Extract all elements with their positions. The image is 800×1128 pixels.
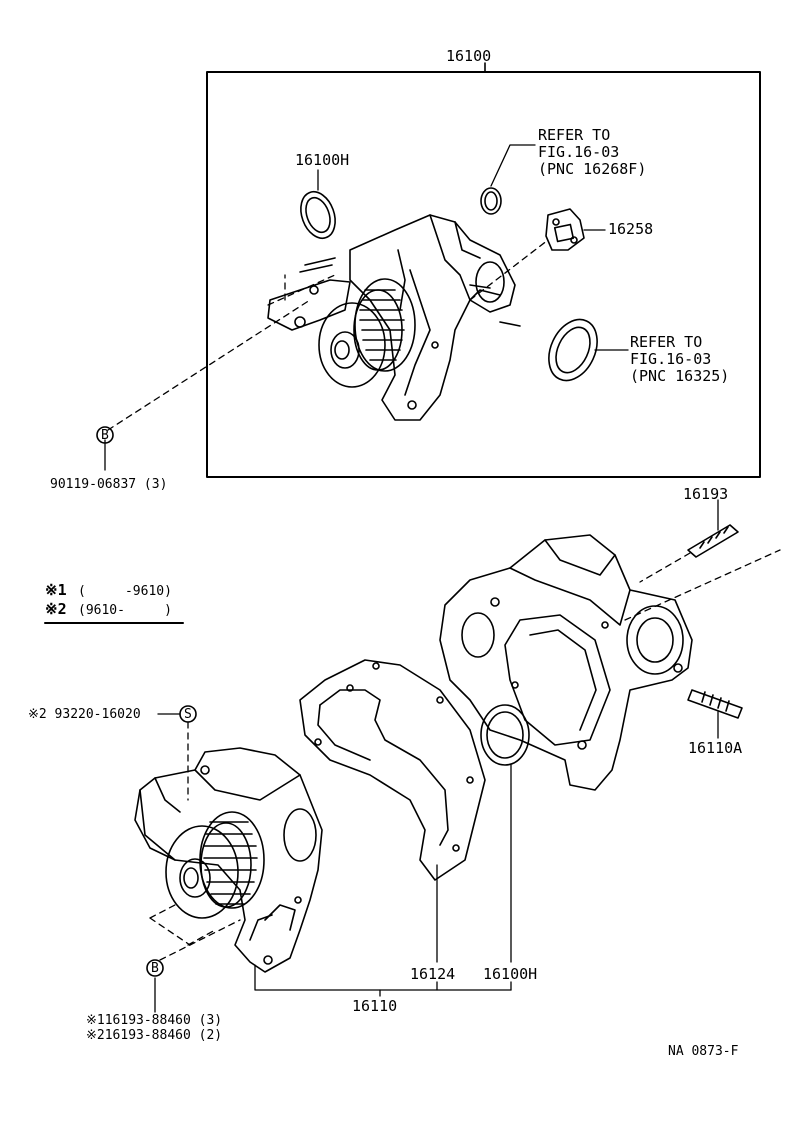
label-16100: 16100 [446,47,492,65]
guide-lines-top [107,239,549,431]
guide-lines-bottom [149,549,781,961]
ref2-line2: FIG.16-03 [630,350,712,368]
ref2-line3: (PNC 16325) [630,367,730,385]
stud-16110a [687,689,743,719]
ref2-line1: REFER TO [630,333,703,351]
label-16258: 16258 [608,220,654,238]
label-16100h-top: 16100H [295,151,350,169]
ref1-line2: FIG.16-03 [538,143,620,161]
legend-row2-mark: ※2 [45,600,67,618]
label-16193: 16193 [683,485,729,503]
gasket-16124 [299,659,486,881]
bolt-marker-top [96,426,114,444]
seal-marker-letter: S [184,707,192,722]
label-16110: 16110 [352,997,398,1015]
assembly-frame [206,71,761,478]
label-16100h-bottom: 16100H [483,965,538,983]
leaders-bottom [154,499,719,1013]
label-16124: 16124 [410,965,456,983]
pump-housing [439,534,693,791]
o-ring-bottom [480,704,530,766]
label-93220-16020: ※2 93220-16020 [28,707,141,722]
ref1-line1: REFER TO [538,126,611,144]
legend-row1-mark: ※1 [45,581,67,599]
water-pump-top [267,187,598,421]
label-16193-88460-v2: ※216193-88460 (2) [86,1028,223,1043]
legend-row1-range: ( -9610) [78,584,172,599]
bolt-marker-top-letter: B [101,428,109,443]
stud-16193 [687,524,739,558]
label-90119-06837: 90119-06837 (3) [50,477,168,492]
leaders-top [104,144,629,471]
bolt-marker-bottom-letter: B [151,961,159,976]
label-16110a: 16110A [688,739,743,757]
ref1-line3: (PNC 16268F) [538,160,647,178]
label-16193-88460-v1: ※116193-88460 (3) [86,1013,223,1028]
water-pump-bottom [134,747,323,973]
legend-row2-range: (9610- ) [78,603,172,618]
markers-bottom [146,705,197,977]
figure-code: NA 0873-F [668,1044,739,1059]
